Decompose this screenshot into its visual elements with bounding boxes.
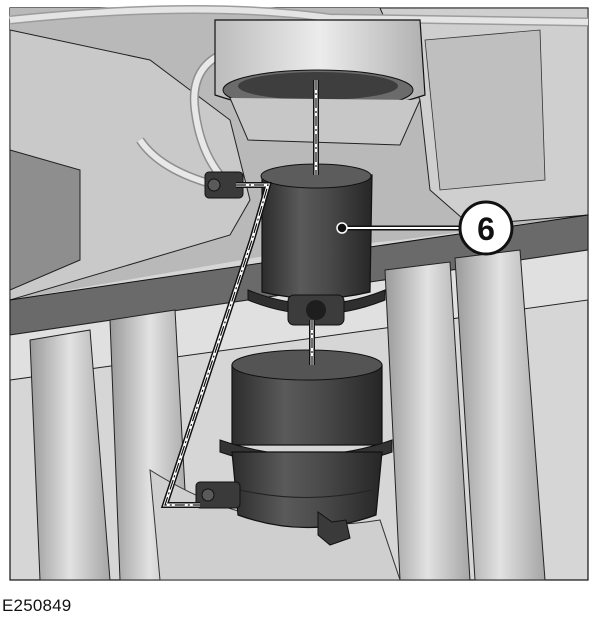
upper-mount-housing xyxy=(214,19,426,146)
fuel-pump-module-installed xyxy=(247,163,386,326)
figure-id-label: E250849 xyxy=(2,596,72,615)
lower-frame-rails xyxy=(29,249,546,581)
callout-number: 6 xyxy=(477,211,495,247)
callout-circle xyxy=(458,200,514,256)
fuel-pump-module-removed xyxy=(219,349,393,546)
callout-6: 6 xyxy=(336,200,514,256)
fuel-lines xyxy=(9,5,589,190)
removal-path-lines xyxy=(160,80,319,508)
connector-upper xyxy=(204,171,244,199)
connector-lower xyxy=(195,481,241,509)
